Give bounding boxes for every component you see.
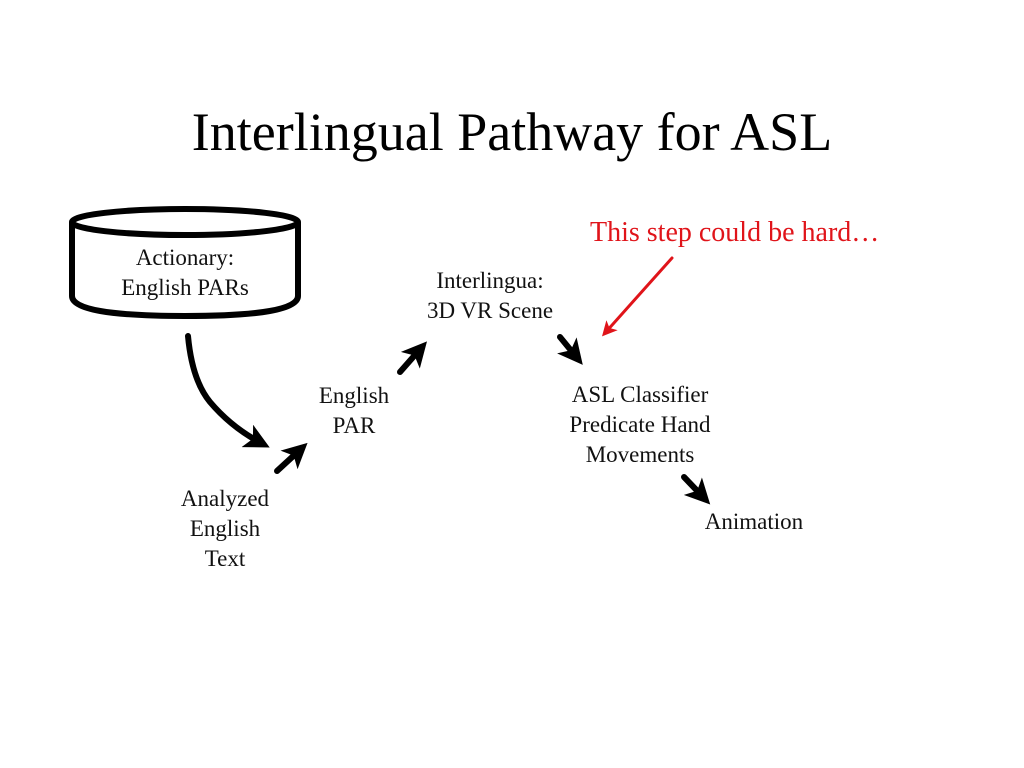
- animation-node: Animation: [684, 507, 824, 537]
- analyzed-text-node: Analyzed English Text: [150, 484, 300, 574]
- arrow-analyzed-to-par: [274, 442, 308, 474]
- interlingua-node: Interlingua: 3D VR Scene: [400, 266, 580, 326]
- actionary-label-line-2: English PARs: [121, 275, 249, 300]
- actionary-label-line-1: Actionary:: [135, 245, 235, 270]
- asl-classifier-line-2: Predicate Hand: [569, 412, 711, 437]
- asl-classifier-line-1: ASL Classifier: [571, 382, 709, 407]
- actionary-database-shape: [69, 206, 301, 319]
- annotation-text: This step could be hard…: [590, 217, 880, 248]
- animation-line-1: Animation: [704, 509, 804, 534]
- arrow-par-to-interlingua: [397, 341, 427, 375]
- analyzed-text-line-2: English: [189, 516, 261, 541]
- arrow-interlingua-to-classifier: [557, 334, 583, 365]
- asl-classifier-line-3: Movements: [585, 442, 695, 467]
- annotation-arrow: [602, 256, 674, 337]
- analyzed-text-line-3: Text: [204, 546, 246, 571]
- english-par-line-1: English: [318, 383, 390, 408]
- arrow-actionary-to-analyzed: [185, 333, 270, 448]
- english-par-node: English PAR: [294, 381, 414, 441]
- slide-title: Interlingual Pathway for ASL: [191, 102, 833, 162]
- asl-classifier-node: ASL Classifier Predicate Hand Movements: [540, 380, 740, 470]
- arrow-classifier-to-animation: [681, 474, 711, 505]
- interlingua-line-2: 3D VR Scene: [426, 298, 554, 323]
- actionary-node: Actionary: English PARs: [72, 243, 298, 303]
- interlingua-line-1: Interlingua:: [436, 268, 544, 293]
- english-par-line-2: PAR: [332, 413, 376, 438]
- analyzed-text-line-1: Analyzed: [180, 486, 270, 511]
